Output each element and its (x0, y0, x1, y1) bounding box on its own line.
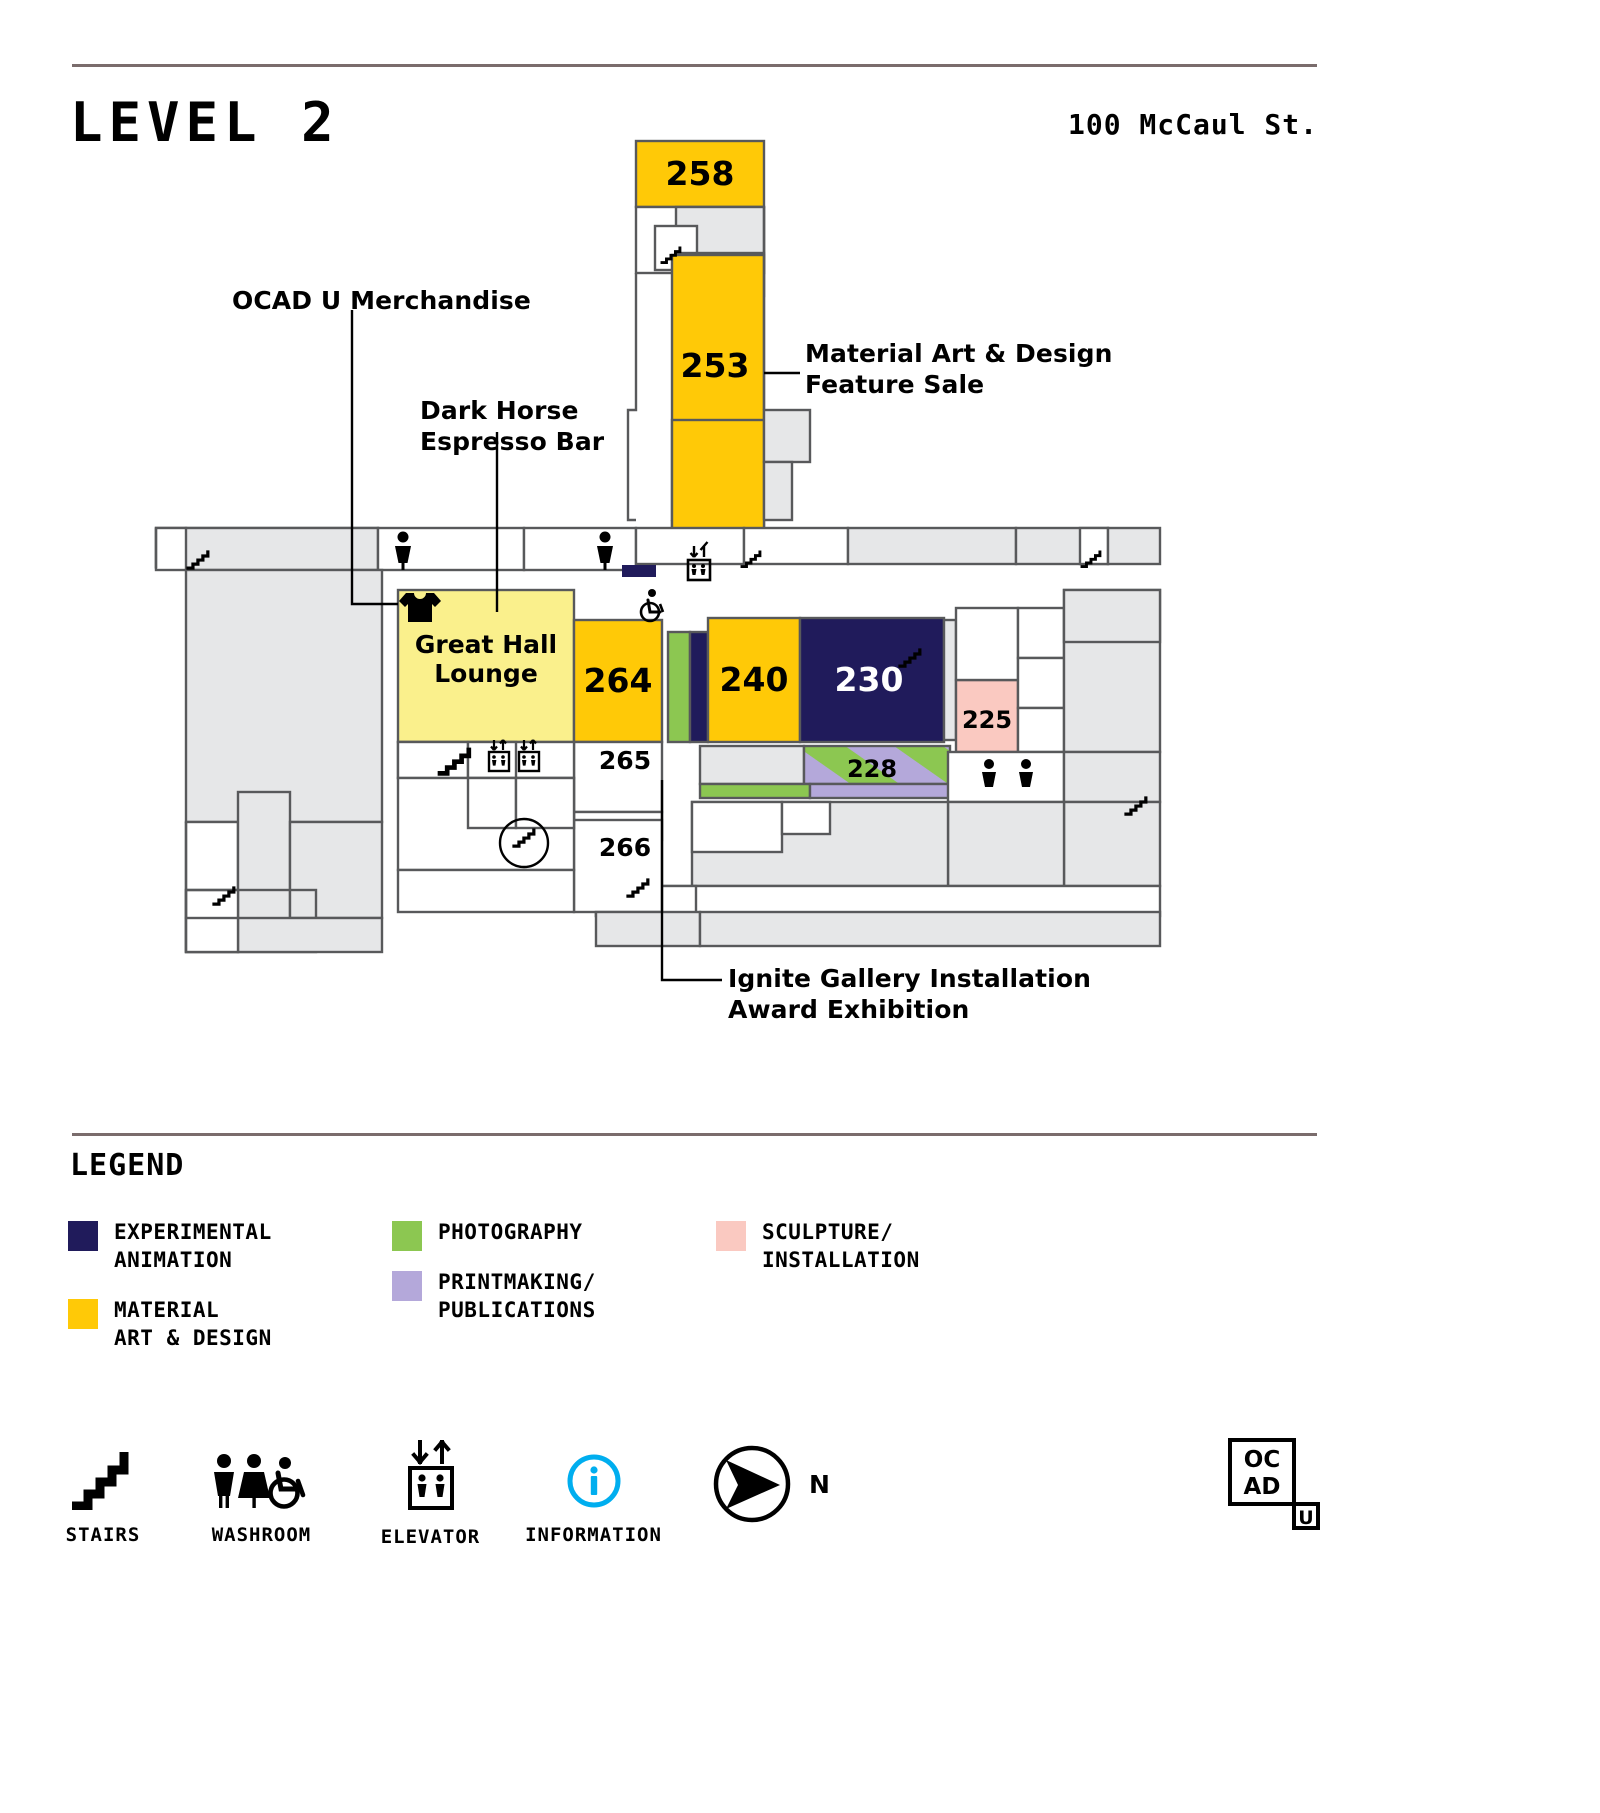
accessible-icon-plan (639, 589, 665, 623)
legend-swatch-experimental-animation (68, 1221, 98, 1251)
room-label-264: 264 (584, 661, 653, 700)
legend-item-material-art-design: MATERIAL ART & DESIGN (68, 1296, 272, 1353)
plan-navy-marker (622, 565, 656, 577)
legend-label-printmaking-publications: PRINTMAKING/ PUBLICATIONS (438, 1270, 596, 1323)
legend-label-sculpture-installation: SCULPTURE/ INSTALLATION (762, 1220, 920, 1273)
legend-label-material-art-design: MATERIAL ART & DESIGN (114, 1298, 272, 1351)
west-block (184, 568, 384, 824)
callout-dark-horse-espresso-bar: Dark Horse Espresso Bar (420, 396, 605, 456)
amenity-washroom: WASHROOM (180, 1448, 343, 1546)
washroom-icon-plan-east (982, 759, 1033, 787)
washroom-icon (180, 1448, 343, 1510)
great-hall-lounge-label-line1: Great Hall (415, 630, 557, 659)
washroom-icon-plan-west (395, 531, 411, 570)
elevator-icon-plan-centre (487, 739, 541, 773)
information-caption: INFORMATION (525, 1524, 662, 1546)
amenity-elevator: ELEVATOR (358, 1440, 503, 1548)
legend-label-experimental-animation: EXPERIMENTAL ANIMATION (114, 1220, 272, 1273)
room-label-240: 240 (720, 660, 789, 699)
compass-north-label: N (809, 1469, 830, 1499)
stairs-caption: STAIRS (65, 1524, 141, 1546)
washroom-icon-plan-center (597, 531, 613, 570)
strip-photography (666, 630, 692, 744)
legend-heading: LEGEND (70, 1148, 185, 1183)
room-label-265: 265 (599, 746, 651, 775)
room-label-228: 228 (847, 755, 897, 783)
information-icon (512, 1448, 675, 1510)
elevator-icon (358, 1440, 503, 1512)
room-shape-230 (798, 616, 946, 744)
great-hall-lounge-label-line2: Lounge (434, 659, 538, 688)
room-label-230: 230 (835, 660, 904, 699)
logo-line-2: AD (1244, 1474, 1281, 1500)
callout-ocad-u-merchandise: OCAD U Merchandise (232, 286, 531, 315)
amenity-stairs: STAIRS (38, 1448, 168, 1546)
callout-material-art-design-feature-sale: Material Art & Design Feature Sale (805, 339, 1113, 399)
stair-circle-marker (498, 817, 550, 869)
elevator-icon-plan-north (686, 541, 712, 582)
room-label-266: 266 (599, 833, 651, 862)
strip-animation (688, 630, 710, 744)
callout-ignite-gallery-award-exhibition: Ignite Gallery Installation Award Exhibi… (728, 964, 1091, 1024)
elevator-caption: ELEVATOR (380, 1526, 481, 1548)
compass-icon (713, 1445, 791, 1523)
room-label-258: 258 (666, 154, 735, 193)
legend-item-sculpture-installation: SCULPTURE/ INSTALLATION (716, 1218, 920, 1275)
header-divider (72, 64, 1317, 67)
amenity-information: INFORMATION (512, 1448, 675, 1546)
compass: N (712, 1444, 830, 1524)
legend-label-photography: PHOTOGRAPHY (438, 1220, 583, 1244)
room-label-253: 253 (681, 346, 750, 385)
logo-line-1: OC (1244, 1447, 1280, 1473)
legend-swatch-photography (392, 1221, 422, 1251)
building-address: 100 McCaul St. (1067, 108, 1318, 141)
legend-item-printmaking-publications: PRINTMAKING/ PUBLICATIONS (392, 1268, 596, 1325)
leader-merchandise (350, 310, 398, 606)
room-shape-266 (572, 818, 664, 914)
room-shape-265 (572, 740, 664, 814)
stairs-icon (38, 1448, 168, 1510)
logo-line-3: U (1298, 1507, 1313, 1529)
room-shape-228 (802, 744, 952, 786)
washroom-caption: WASHROOM (211, 1524, 312, 1546)
legend-swatch-material-art-design (68, 1299, 98, 1329)
floor-plan-map[interactable]: 258 253 264 240 230 228 225 265 266 Grea… (0, 120, 1600, 1070)
page-title: LEVEL 2 (70, 91, 340, 154)
room-shape-240 (706, 616, 802, 744)
legend-divider (72, 1133, 1317, 1136)
legend-item-experimental-animation: EXPERIMENTAL ANIMATION (68, 1218, 272, 1275)
leader-ignite (660, 780, 722, 982)
callout-leader-lines (350, 310, 800, 982)
tshirt-icon-plan (399, 593, 441, 622)
legend-swatch-sculpture-installation (716, 1221, 746, 1251)
legend-swatch-printmaking-publications (392, 1271, 422, 1301)
ocad-u-logo: OC AD U (1228, 1438, 1320, 1530)
room-label-225: 225 (962, 706, 1012, 734)
legend-item-photography: PHOTOGRAPHY (392, 1218, 583, 1251)
